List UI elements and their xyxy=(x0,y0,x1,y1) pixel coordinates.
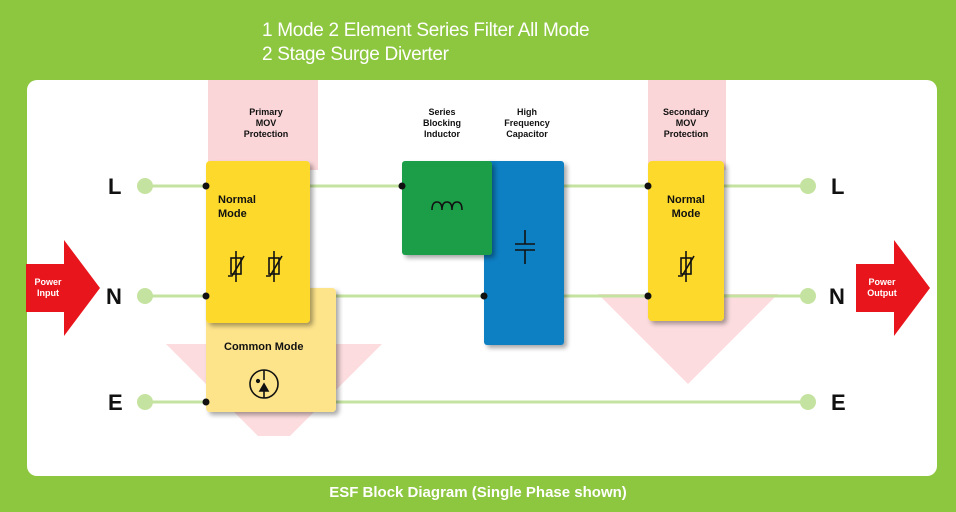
connection-dots xyxy=(202,182,652,406)
varistor-icon xyxy=(266,251,283,282)
inductor-box xyxy=(402,161,492,255)
common-mode-title: Common Mode xyxy=(224,341,304,353)
secondary-mov-down-arrow xyxy=(598,294,778,384)
left-E-terminal-dot xyxy=(137,394,153,410)
right-N-terminal-dot xyxy=(800,288,816,304)
varistor-icon xyxy=(228,251,245,282)
varistor-icon xyxy=(678,251,695,282)
right-L-terminal-dot xyxy=(800,178,816,194)
capacitor-box xyxy=(484,161,564,345)
left-N-terminal-dot xyxy=(137,288,153,304)
left-terminal-E: E xyxy=(108,390,123,415)
right-terminal-E: E xyxy=(831,390,846,415)
capacitor-icon xyxy=(515,230,535,264)
power-input-arrow xyxy=(26,240,100,336)
right-E-terminal-dot xyxy=(800,394,816,410)
diagram-title-line-2: 2 Stage Surge Diverter xyxy=(262,44,449,65)
terminal-dots xyxy=(137,178,816,410)
secondary-normal-mode-box xyxy=(648,161,724,321)
left-terminal-N: N xyxy=(106,284,122,309)
diagram-title-line-1: 1 Mode 2 Element Series Filter All Mode xyxy=(262,20,590,41)
diagram-caption: ESF Block Diagram (Single Phase shown) xyxy=(329,484,627,501)
diagram-panel xyxy=(27,80,937,476)
right-terminal-N: N xyxy=(829,284,845,309)
gas-discharge-tube-icon xyxy=(249,369,279,399)
right-terminal-L: L xyxy=(831,174,845,199)
primary-normal-mode-box xyxy=(206,161,310,323)
left-L-terminal-dot xyxy=(137,178,153,194)
inductor-coil-icon xyxy=(431,201,463,211)
power-output-arrow xyxy=(856,240,930,336)
secondary-mov-shade xyxy=(648,80,726,170)
primary-mov-shade xyxy=(208,80,318,170)
left-terminal-L: L xyxy=(108,174,122,199)
